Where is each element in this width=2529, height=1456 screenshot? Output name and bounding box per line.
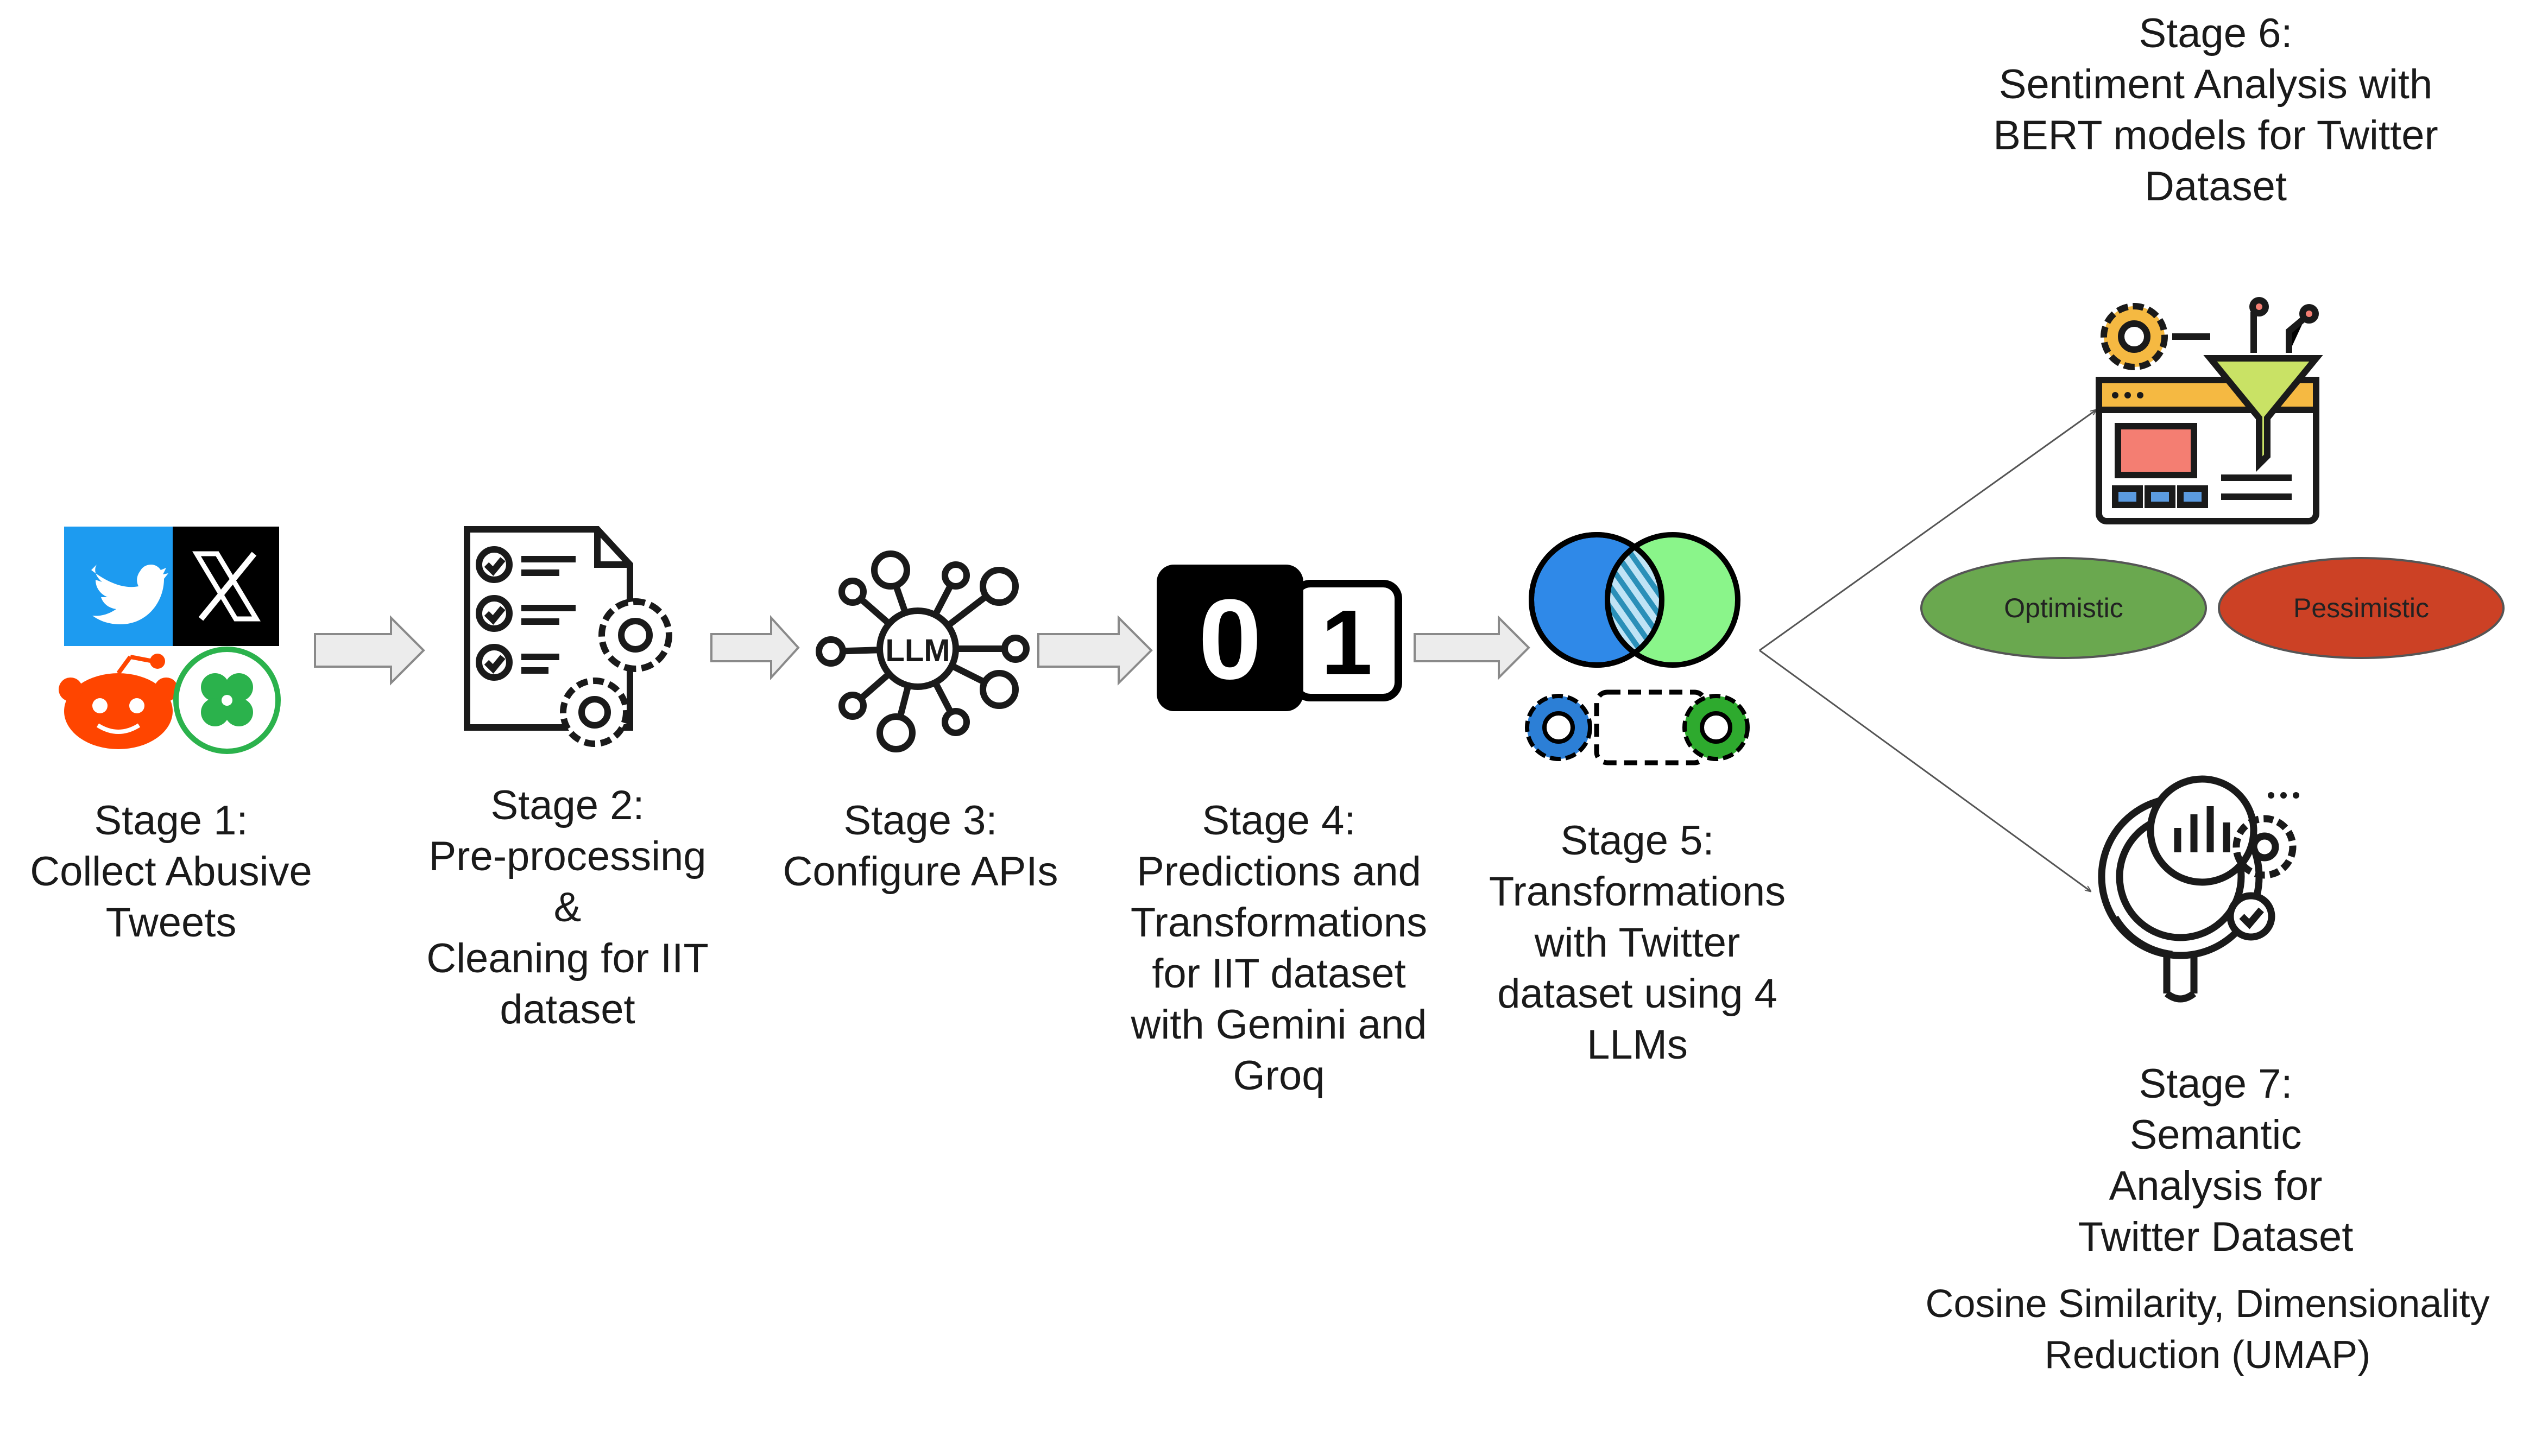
stage4-line: Groq (1233, 1053, 1325, 1099)
stage3-label: Stage 3: Configure APIs (755, 795, 1086, 897)
stage4-line: Stage 4: (1202, 797, 1356, 844)
stage1-line: Tweets (105, 900, 237, 946)
clover-icon (173, 647, 281, 754)
optimistic-label: Optimistic (2004, 593, 2123, 623)
stage5-line: Stage 5: (1560, 818, 1714, 864)
stage4-line: Predictions and (1137, 849, 1421, 895)
stage2-line: & (553, 884, 582, 930)
stage7-line: Semantic (2129, 1112, 2302, 1158)
venn-gears-icon (1525, 532, 1750, 765)
stage5-line: Transformations (1489, 869, 1786, 915)
optimistic-oval: Optimistic (1920, 557, 2207, 659)
stage1-line: Stage 1: (94, 797, 248, 844)
stage7-detail-line: Reduction (UMAP) (2044, 1333, 2371, 1377)
magnifier-chart-icon (2098, 775, 2299, 1003)
arrow-1-2 (314, 615, 425, 686)
stage7-line: Twitter Dataset (2078, 1214, 2354, 1260)
stage4-label: Stage 4: Predictions and Transformations… (1113, 795, 1445, 1102)
stage6-line: Stage 6: (2139, 10, 2293, 56)
stage5-line: with Twitter (1534, 920, 1740, 966)
stage7-detail: Cosine Similarity, Dimensionality Reduct… (1890, 1278, 2525, 1381)
svg-text:0: 0 (1199, 575, 1262, 703)
stage2-line: dataset (500, 986, 635, 1033)
stage6-line: Sentiment Analysis with (1998, 61, 2433, 107)
stage7-label: Stage 7: Semantic Analysis for Twitter D… (1933, 1059, 2498, 1263)
branch-lines (1759, 410, 2096, 891)
stage2-label: Stage 2: Pre-processing & Cleaning for I… (402, 780, 733, 1035)
stage2-line: Pre-processing (428, 833, 707, 879)
arrow-4-5 (1414, 615, 1530, 680)
stage3-line: Stage 3: (843, 797, 998, 844)
stage4-line: Transformations (1130, 900, 1428, 946)
binary-digits-icon: 0 1 (1157, 565, 1402, 711)
stage7-line: Stage 7: (2139, 1061, 2293, 1107)
stage7-detail-line: Cosine Similarity, Dimensionality (1925, 1282, 2490, 1326)
x-logo-icon (173, 527, 279, 646)
funnel-dashboard-icon (2096, 297, 2323, 524)
stage4-line: for IIT dataset (1152, 951, 1406, 997)
stage2-line: Cleaning for IIT (426, 935, 709, 982)
stage5-line: LLMs (1587, 1022, 1688, 1068)
stage6-line: BERT models for Twitter (1993, 112, 2438, 159)
pessimistic-oval: Pessimistic (2218, 557, 2505, 659)
reddit-icon (59, 654, 178, 749)
stage5-line: dataset using 4 (1497, 971, 1777, 1017)
arrow-3-4 (1037, 615, 1153, 686)
stage2-line: Stage 2: (490, 782, 645, 828)
stage6-label: Stage 6: Sentiment Analysis with BERT mo… (1933, 8, 2498, 212)
stage1-label: Stage 1: Collect Abusive Tweets (5, 795, 337, 948)
llm-network-icon: LLM (816, 550, 1030, 752)
pessimistic-label: Pessimistic (2293, 593, 2429, 623)
stage6-line: Dataset (2145, 163, 2287, 210)
stage7-line: Analysis for (2109, 1163, 2323, 1209)
twitter-bird-icon (64, 527, 173, 646)
stage4-line: with Gemini and (1131, 1002, 1427, 1048)
stage5-label: Stage 5: Transformations with Twitter da… (1472, 815, 1803, 1071)
svg-text:1: 1 (1321, 591, 1373, 694)
svg-text:LLM: LLM (885, 633, 950, 668)
stage3-line: Configure APIs (783, 849, 1058, 895)
stage1-line: Collect Abusive (30, 849, 312, 895)
arrow-2-3 (710, 615, 800, 681)
checklist-gears-icon (464, 526, 672, 747)
